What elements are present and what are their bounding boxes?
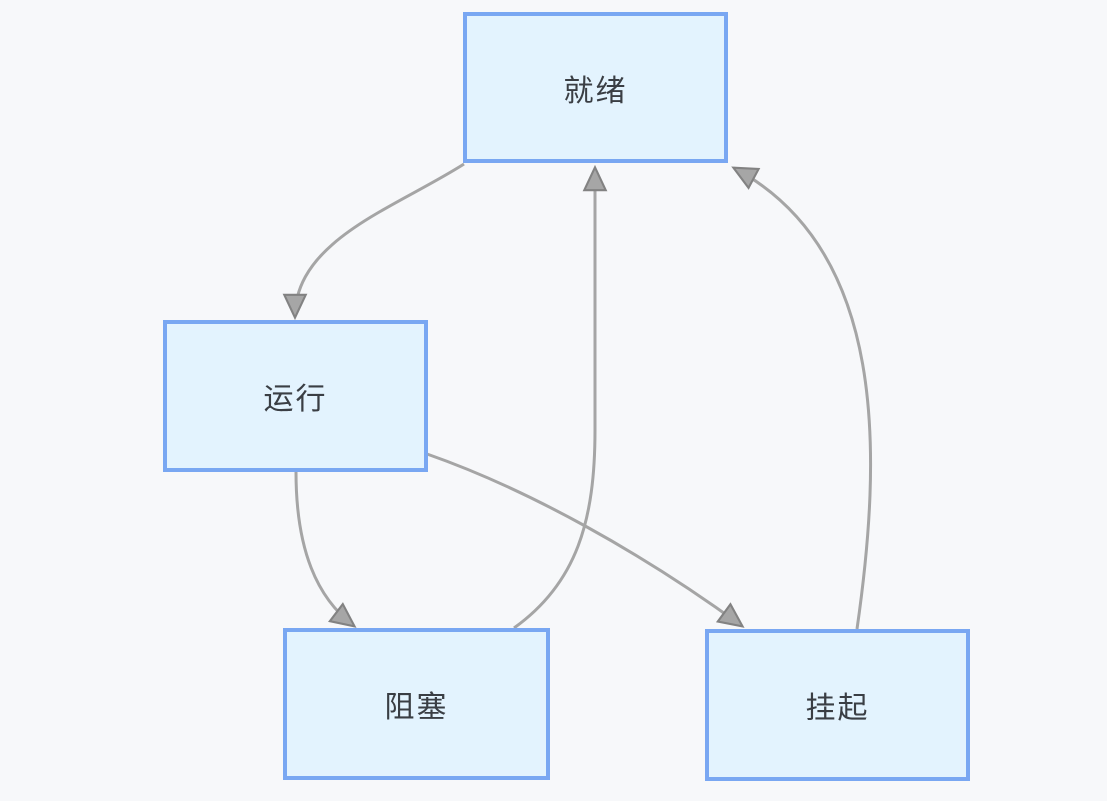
state-node-blocked[interactable]: 阻塞	[283, 628, 550, 780]
edge-suspended-to-ready	[731, 166, 873, 630]
state-node-running[interactable]: 运行	[163, 320, 428, 472]
state-node-ready-label: 就绪	[563, 74, 628, 108]
state-node-suspended[interactable]: 挂起	[705, 629, 970, 781]
state-node-blocked-label: 阻塞	[384, 691, 449, 724]
edge-blocked-to-ready	[513, 164, 608, 630]
state-node-ready[interactable]: 就绪	[463, 12, 728, 163]
edge-ready-to-running	[282, 162, 465, 321]
state-node-running-label: 运行	[263, 383, 328, 416]
edge-running-to-blocked	[294, 471, 357, 628]
edge-running-to-suspended	[426, 452, 745, 628]
state-node-suspended-label: 挂起	[805, 692, 870, 725]
